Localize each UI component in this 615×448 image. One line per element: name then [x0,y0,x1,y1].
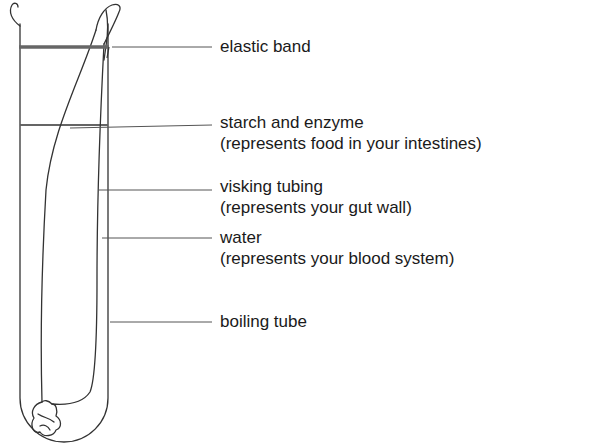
leader-line [99,190,212,191]
part-label: water [220,228,262,248]
leader-line [102,238,212,239]
elastic-band [19,45,109,49]
leader-line [112,47,212,48]
band-end [107,47,109,58]
part-label: starch and enzyme [220,113,364,133]
knot-creases [38,414,54,430]
leader-line [110,322,212,323]
leader-line [70,125,212,128]
part-label: visking tubing [220,177,323,197]
tube-lip [10,3,20,26]
description-label: (represents food in your intestines) [220,134,482,154]
part-label: boiling tube [220,312,307,332]
part-label: elastic band [220,37,311,57]
visking-fold-inner [104,10,108,60]
description-label: (represents your blood system) [220,249,454,269]
liquid-level [21,124,107,125]
visking-left-edge [41,30,96,402]
visking-right-edge [52,44,104,404]
tube-wall [20,24,108,442]
visking-knot [32,401,61,436]
description-label: (represents your gut wall) [220,198,412,218]
